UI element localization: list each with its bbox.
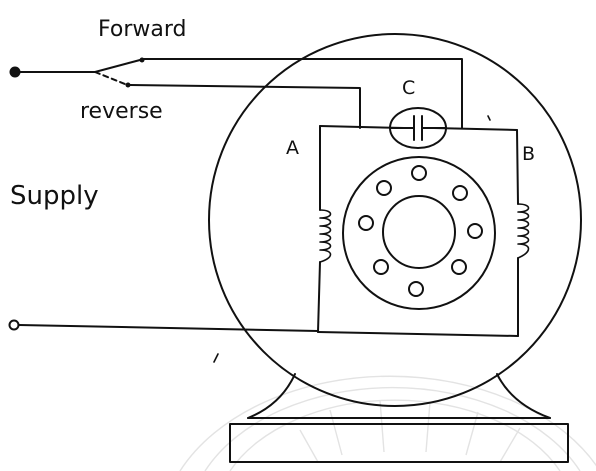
supply-label: Supply xyxy=(10,181,99,211)
forward-label: Forward xyxy=(98,17,186,42)
winding-a-coil xyxy=(319,209,332,263)
winding-a-label: A xyxy=(286,137,299,159)
supply-terminal-bottom xyxy=(8,319,20,331)
rotor-hole xyxy=(411,165,427,181)
rotor-hole xyxy=(408,281,424,297)
rotor-hole xyxy=(373,259,389,275)
rotor-hole xyxy=(376,180,392,196)
reverse-wire xyxy=(129,84,361,129)
capacitor-label: C xyxy=(402,77,415,99)
rotor xyxy=(342,156,496,310)
supply-return-wire xyxy=(18,324,319,332)
rotor-hole xyxy=(451,259,467,275)
two-way-switch xyxy=(19,57,145,88)
rotor-hole xyxy=(452,185,468,201)
supply-terminal-top xyxy=(9,66,21,78)
watermark xyxy=(179,375,596,471)
winding-b-label: B xyxy=(522,143,535,165)
reverse-label: reverse xyxy=(80,99,163,124)
capacitor-symbol xyxy=(389,107,447,149)
rotor-hole xyxy=(467,223,483,239)
motor-frame xyxy=(208,33,582,407)
stray-mark xyxy=(487,115,491,121)
forward-wire xyxy=(142,58,463,129)
stray-mark xyxy=(213,353,219,363)
motor-base xyxy=(229,373,569,463)
winding-b-coil xyxy=(517,203,530,259)
rotor-hole xyxy=(358,215,374,231)
